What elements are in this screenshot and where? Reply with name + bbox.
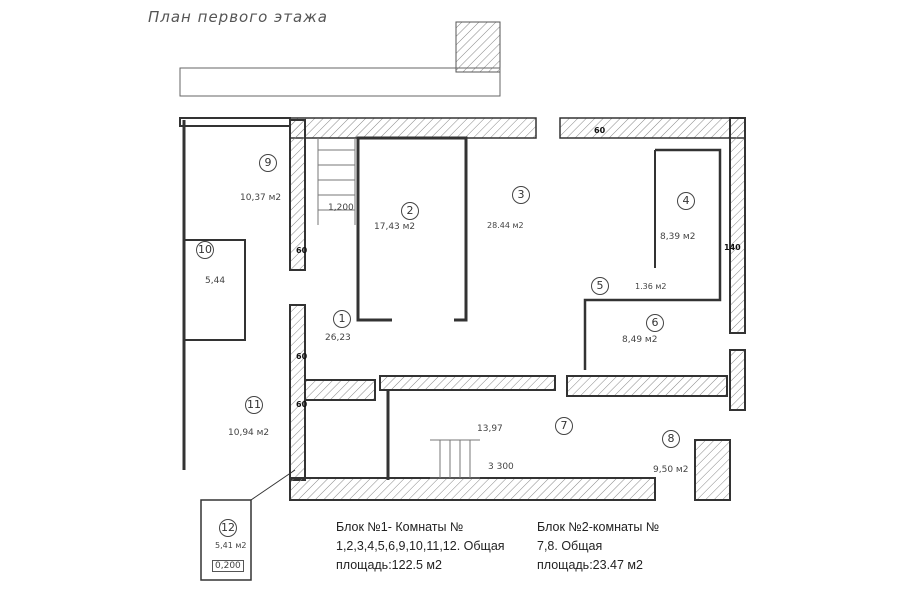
- plan-title: План первого этажа: [148, 8, 328, 26]
- room-area-2: 17,43 м2: [374, 222, 416, 232]
- block-2-line2: 7,8. Общая: [537, 539, 603, 553]
- block-1-line1: Блок №1- Комнаты №: [336, 520, 464, 534]
- block-2-summary: Блок №2-комнаты № 7,8. Общая площадь:23.…: [537, 518, 659, 575]
- level-mark: 0,200: [212, 560, 244, 572]
- room-number-5: 5: [591, 277, 609, 295]
- room-area-11: 10,94 м2: [228, 428, 270, 438]
- room-area-6: 8,49 м2: [622, 335, 658, 345]
- room-number-3: 3: [512, 186, 530, 204]
- corridor-dim: 3 300: [488, 462, 514, 472]
- exterior-stair: [455, 21, 501, 73]
- room-number-10: 10: [196, 241, 214, 259]
- room-number-8: 8: [662, 430, 680, 448]
- room-area-8: 9,50 м2: [653, 465, 689, 475]
- room-number-4: 4: [677, 192, 695, 210]
- stair-width-dim: 1,200: [328, 203, 354, 213]
- room-area-9: 10,37 м2: [240, 193, 282, 203]
- room-area-5: 1.36 м2: [635, 282, 667, 291]
- block-1-line2: 1,2,3,4,5,6,9,10,11,12. Общая: [336, 539, 505, 553]
- room-area-7: 13,97: [477, 424, 503, 434]
- room-number-2: 2: [401, 202, 419, 220]
- room-number-9: 9: [259, 154, 277, 172]
- room-area-12: 5,41 м2: [215, 541, 247, 550]
- wall-dim-right: 140: [724, 243, 741, 252]
- block-1-summary: Блок №1- Комнаты № 1,2,3,4,5,6,9,10,11,1…: [336, 518, 505, 575]
- block-1-line3: площадь:122.5 м2: [336, 558, 442, 572]
- wall-dim: 60: [594, 126, 606, 135]
- room-area-4: 8,39 м2: [660, 232, 696, 242]
- block-2-line1: Блок №2-комнаты №: [537, 520, 660, 534]
- room-number-12: 12: [219, 519, 237, 537]
- wall-dim: 60: [296, 246, 308, 255]
- room-number-11: 11: [245, 396, 263, 414]
- room-number-7: 7: [555, 417, 573, 435]
- room-number-6: 6: [646, 314, 664, 332]
- wall-dim: 60: [296, 400, 308, 409]
- block-2-line3: площадь:23.47 м2: [537, 558, 643, 572]
- room-area-3: 28.44 м2: [487, 221, 524, 230]
- wall-dim: 60: [296, 352, 308, 361]
- room-number-1: 1: [333, 310, 351, 328]
- room-area-10: 5,44: [205, 276, 226, 286]
- room-area-1: 26,23: [325, 333, 351, 343]
